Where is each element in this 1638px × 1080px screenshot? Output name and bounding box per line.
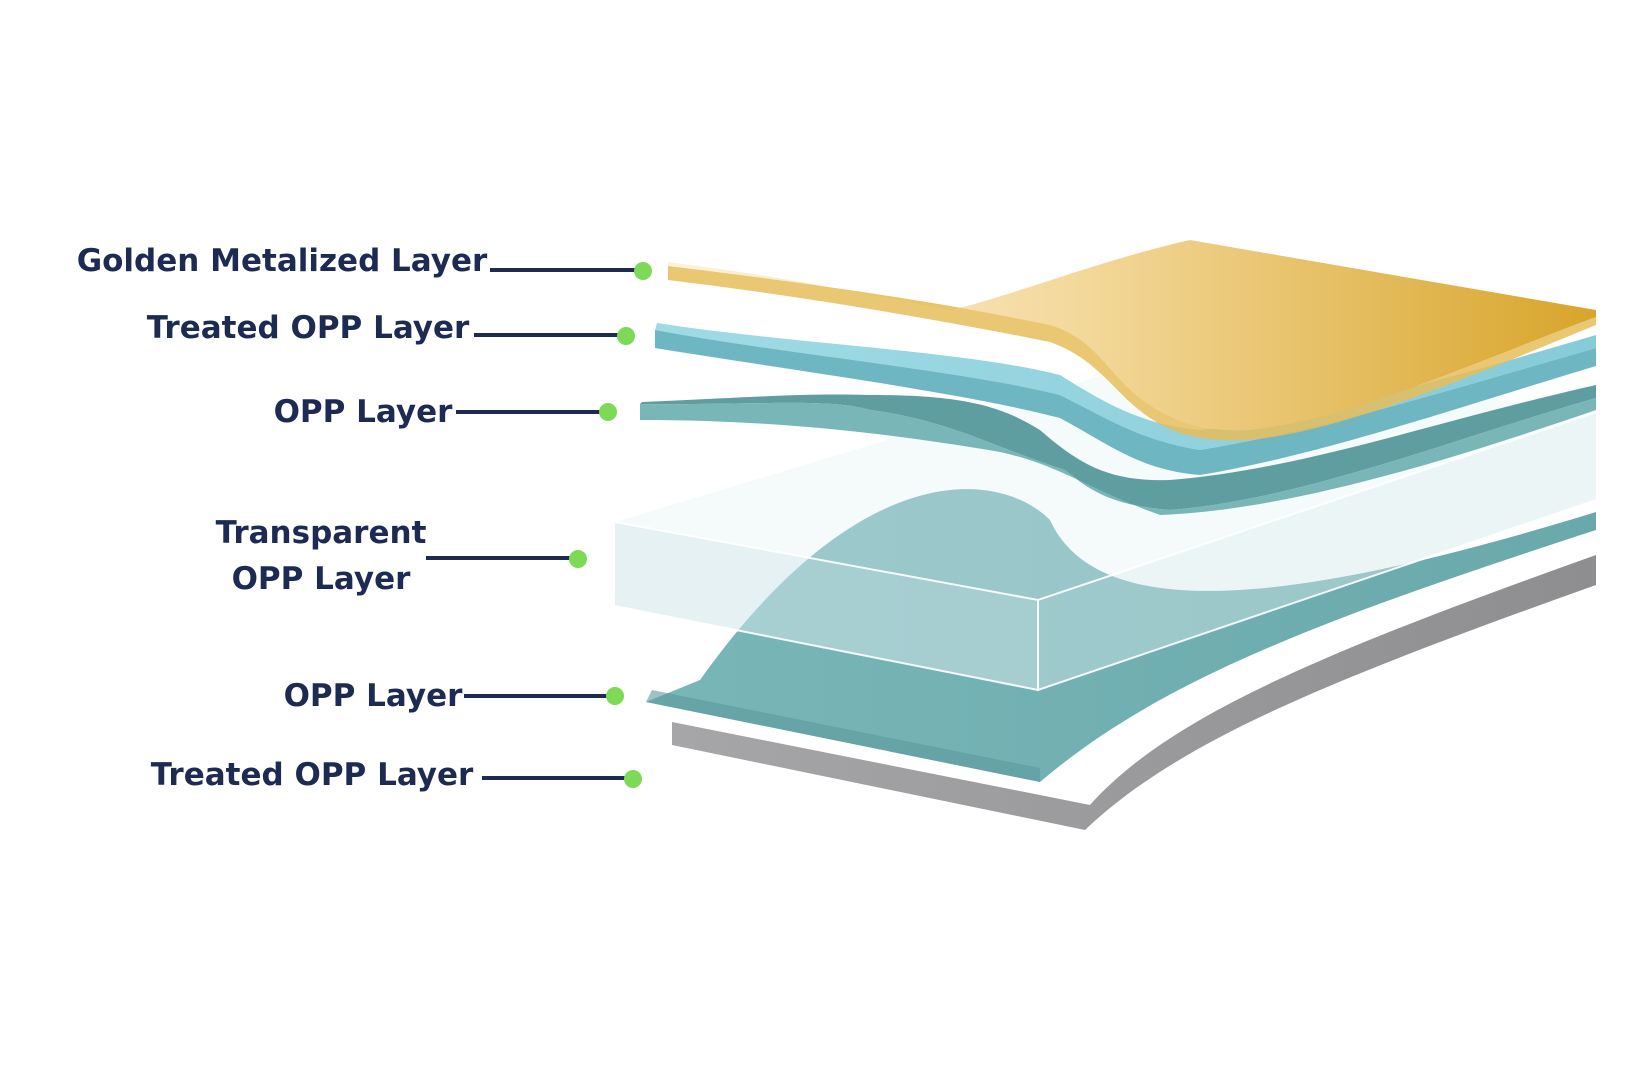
label-opp-layer-lower: OPP Layer <box>278 673 468 719</box>
leader-dot-treated-opp-bottom <box>624 770 642 788</box>
leader-dot-opp-upper <box>599 403 617 421</box>
layer-treated-opp-bottom <box>672 555 1596 830</box>
leader-line-treated-opp-bottom <box>482 776 628 780</box>
leader-dot-treated-opp-top <box>617 327 635 345</box>
label-text: Treated OPP Layer <box>150 757 474 793</box>
leader-line-treated-opp-top <box>474 333 620 337</box>
label-text: Golden Metalized Layer <box>76 243 488 279</box>
leader-dot-opp-lower <box>606 687 624 705</box>
label-opp-layer-upper: OPP Layer <box>268 389 458 435</box>
layer-treated-opp-top <box>655 323 1596 450</box>
layer-opp-lower-edge <box>646 690 1040 782</box>
leader-line-transparent-opp <box>426 556 572 560</box>
label-text: OPP Layer <box>273 394 453 430</box>
label-text: Treated OPP Layer <box>146 310 470 346</box>
leader-line-opp-lower <box>464 694 610 698</box>
label-treated-opp-layer-bottom: Treated OPP Layer <box>144 752 480 798</box>
layer-opp-upper-surface <box>640 398 1596 515</box>
label-transparent-opp-layer: Transparent OPP Layer <box>206 510 436 602</box>
layer-opp-lower <box>646 489 1596 782</box>
layer-golden-metalized <box>668 240 1596 431</box>
leader-dot-transparent-opp <box>569 550 587 568</box>
layer-golden-metalized-edge <box>668 266 1596 441</box>
label-text-line2: OPP Layer <box>231 561 411 597</box>
label-text: OPP Layer <box>283 678 463 714</box>
leader-line-opp-upper <box>456 410 602 414</box>
label-text-line1: Transparent <box>215 515 427 551</box>
leader-dot-golden-metalized <box>634 262 652 280</box>
leader-line-golden-metalized <box>490 268 638 272</box>
layer-opp-upper <box>640 385 1596 510</box>
layer-treated-opp-top-edge <box>655 330 1596 475</box>
label-treated-opp-layer-top: Treated OPP Layer <box>140 305 476 351</box>
label-golden-metalized-layer: Golden Metalized Layer <box>72 238 492 284</box>
